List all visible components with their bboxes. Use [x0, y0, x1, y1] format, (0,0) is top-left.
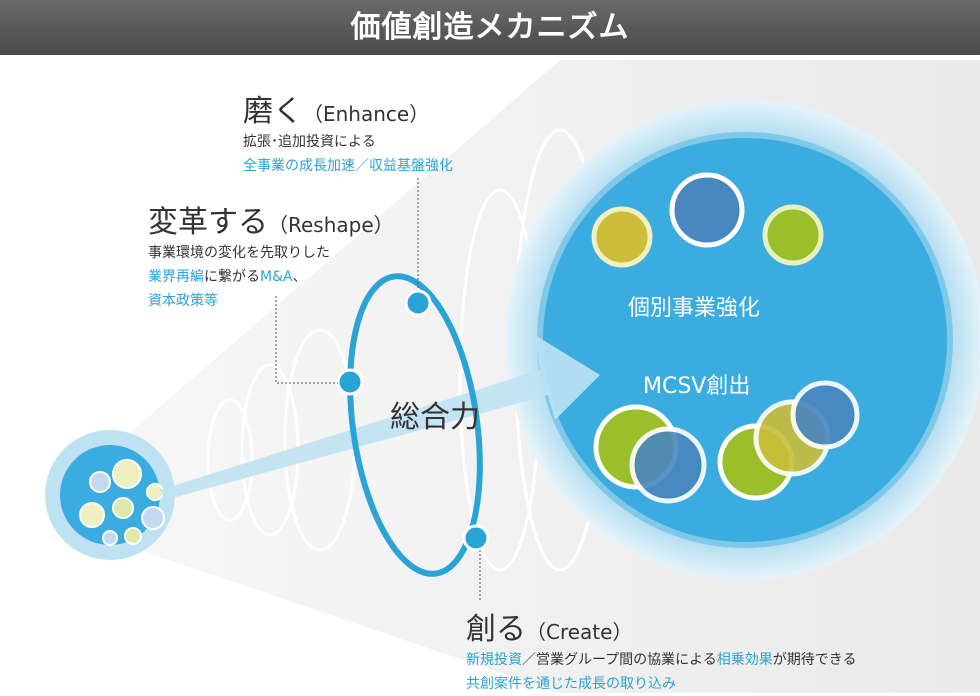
reshape-line2d: 、 — [292, 269, 307, 285]
create-block: 創る（Create） 新規投資／営業グループ間の協業による相乗効果が期待できる … — [466, 604, 856, 696]
reshape-line2a: 業界再編 — [148, 269, 204, 285]
create-line2: 共創案件を通じた成長の取り込み — [466, 676, 676, 692]
create-line1c: 相乗効果 — [716, 652, 773, 668]
enhance-block: 磨く（Enhance） 拡張･追加投資による 全事業の成長加速／収益基盤強化 — [243, 86, 453, 178]
big-circle-label-mcsv: MCSV創出 — [643, 374, 751, 399]
page-title: 価値創造メカニズム — [0, 0, 980, 55]
create-heading: 創る — [466, 612, 526, 647]
business-circles — [591, 172, 860, 504]
enhance-en: （Enhance） — [303, 102, 430, 126]
big-circle-label-individual: 個別事業強化 — [628, 296, 761, 321]
reshape-line2b: に繋がる — [204, 269, 260, 285]
enhance-line2: 全事業の成長加速／収益基盤強化 — [243, 158, 453, 174]
reshape-en: （Reshape） — [268, 213, 394, 237]
reshape-line2c: M&A — [260, 269, 293, 285]
small-circle-dots — [79, 459, 165, 546]
arrow-shape — [160, 335, 600, 500]
center-label: 総合力 — [390, 400, 480, 435]
ring-nodes — [336, 289, 490, 552]
create-line1a: 新規投資 — [466, 652, 522, 668]
create-line1b: ／営業グループ間の協業による — [522, 652, 717, 668]
leader-lines — [275, 178, 481, 600]
enhance-heading: 磨く — [243, 94, 303, 129]
cycle-ring — [347, 273, 483, 577]
enhance-line1: 拡張･追加投資による — [243, 134, 376, 150]
reshape-line1: 事業環境の変化を先取りした — [148, 245, 330, 261]
reshape-heading: 変革する — [148, 205, 268, 240]
create-line1d: が期待できる — [772, 652, 857, 668]
reshape-block: 変革する（Reshape） 事業環境の変化を先取りした 業界再編に繋がるM&A、… — [148, 197, 394, 313]
create-en: （Create） — [526, 620, 633, 644]
reshape-line3: 資本政策等 — [148, 293, 218, 309]
